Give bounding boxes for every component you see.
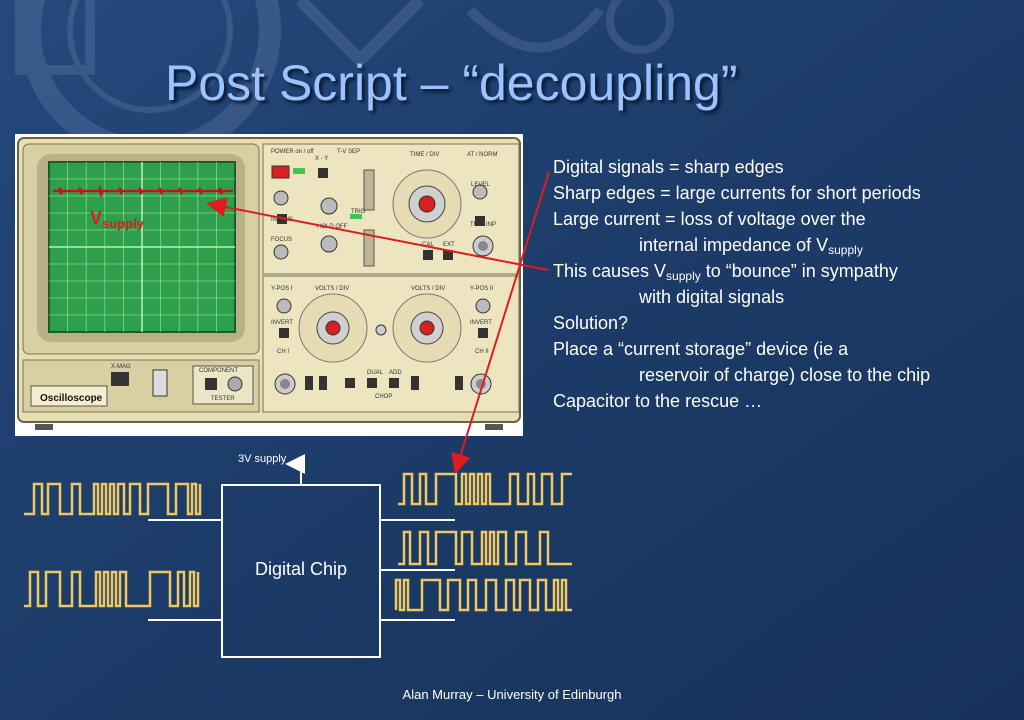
ch2-label: CH II bbox=[475, 349, 489, 355]
tv-label: T-V SEP bbox=[337, 149, 361, 155]
trig-label: TRIG bbox=[351, 209, 366, 215]
digital-signals bbox=[24, 472, 572, 612]
ext-label: EXT bbox=[443, 242, 455, 248]
intens-label: INTENS bbox=[271, 217, 294, 223]
bullet-line: This causes Vsupply to “bounce” in sympa… bbox=[553, 261, 898, 283]
bullet-line: Sharp edges = large currents for short p… bbox=[553, 183, 921, 203]
arrow-to-trace bbox=[206, 197, 549, 271]
voltsdiv1-label: VOLTS / DIV bbox=[315, 286, 350, 292]
add-label: ADD bbox=[389, 370, 402, 376]
tester-label: TESTER bbox=[211, 396, 235, 402]
bullet-line: Solution? bbox=[553, 313, 629, 333]
supply-3v-label: 3V supply bbox=[238, 453, 287, 465]
ch1-label: CH I bbox=[277, 349, 289, 355]
atnorm-label: AT / NORM bbox=[467, 152, 498, 158]
bullet-line: Large current = loss of voltage over the bbox=[553, 209, 866, 229]
timediv-label: TIME / DIV bbox=[410, 152, 440, 158]
bullet-text: Digital signals = sharp edges Sharp edge… bbox=[553, 154, 1018, 414]
oscilloscope-image: Oscilloscope POWER on / off X - Y T-V SE… bbox=[15, 134, 523, 436]
digital-chip-label: Digital Chip bbox=[254, 559, 348, 579]
dual-label: DUAL bbox=[367, 370, 384, 376]
invert2-label: INVERT bbox=[470, 320, 492, 326]
ypos2-label: Y-POS II bbox=[470, 286, 494, 292]
oscilloscope-brand: Oscilloscope bbox=[40, 393, 103, 404]
bullet-line: Capacitor to the rescue … bbox=[553, 391, 763, 411]
arrow-to-signal bbox=[451, 171, 550, 474]
cal-label: CAL bbox=[422, 242, 434, 248]
chop-label: CHOP bbox=[375, 394, 393, 400]
bullet-line: internal impedance of Vsupply bbox=[639, 235, 863, 257]
slide-footer: Alan Murray – University of Edinburgh bbox=[402, 687, 622, 702]
pin-wires bbox=[148, 519, 455, 621]
bullet-line: with digital signals bbox=[639, 287, 785, 307]
level-label: LEVEL bbox=[471, 182, 490, 188]
bullet-line: reservoir of charge) close to the chip bbox=[639, 365, 931, 385]
power-label: POWER on / off bbox=[271, 149, 314, 155]
xy-label: X - Y bbox=[315, 156, 329, 162]
noisy-supply-trace bbox=[53, 185, 233, 199]
bullet-line: Digital signals = sharp edges bbox=[553, 157, 784, 177]
triginp-label: TRIG INP bbox=[470, 222, 497, 228]
focus-label: FOCUS bbox=[271, 237, 292, 243]
bullet-line: Place a “current storage” device (ie a bbox=[553, 339, 849, 359]
vsupply-label: Vsupply bbox=[90, 208, 144, 231]
slide-title: Post Script – “decoupling” bbox=[165, 55, 738, 111]
oscilloscope-drawing bbox=[17, 137, 521, 430]
component-label: COMPONENT bbox=[199, 368, 238, 374]
invert1-label: INVERT bbox=[271, 320, 293, 326]
ypos1-label: Y-POS I bbox=[271, 286, 293, 292]
xmag-label: X-MAG bbox=[111, 364, 131, 370]
voltsdiv2-label: VOLTS / DIV bbox=[411, 286, 446, 292]
